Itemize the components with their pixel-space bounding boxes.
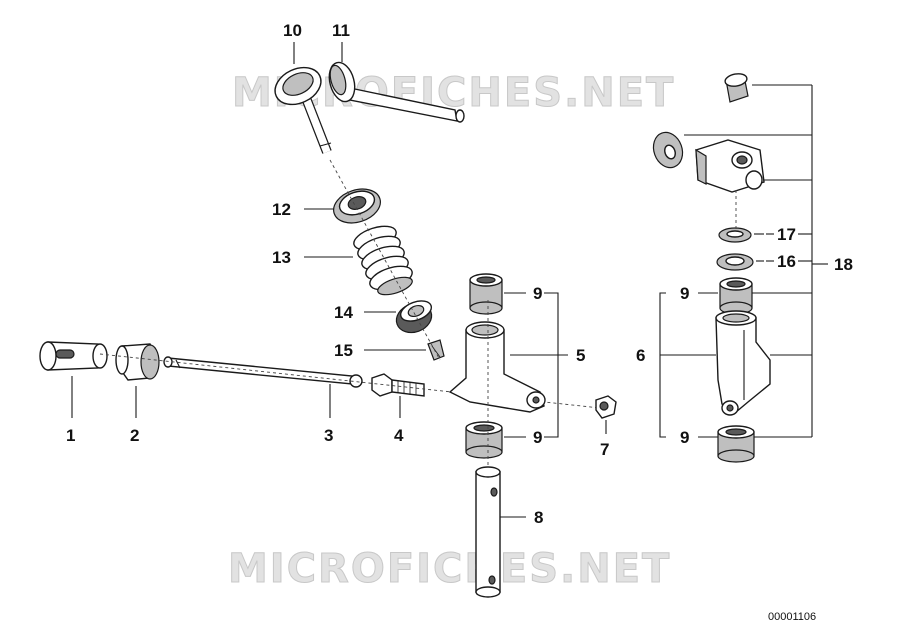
part-9-bushing-right-top (719, 277, 753, 315)
part-9-bushing-right-bottom (717, 425, 755, 463)
part-11-valve (328, 61, 465, 123)
watermark-bottom: MICROFICHES.NET (228, 546, 671, 592)
part-8-rocker-shaft (475, 300, 501, 598)
part-6-rocker-arm (715, 310, 771, 416)
callout-17: 17 (777, 225, 796, 244)
callout-4: 4 (394, 426, 404, 445)
valve-axis-line (329, 159, 441, 361)
part-2-cup (115, 343, 160, 381)
callout-6: 6 (636, 346, 645, 365)
callout-9-center-top: 9 (533, 284, 542, 303)
document-number: 00001106 (768, 611, 816, 623)
callout-9-right-top: 9 (680, 284, 689, 303)
part-5-rocker-arm (448, 321, 546, 413)
callout-5: 5 (576, 346, 585, 365)
part-14-spring-seat (395, 300, 433, 334)
callout-1: 1 (66, 426, 75, 445)
part-7-nut (595, 395, 617, 419)
part-10-valve (274, 66, 332, 154)
callout-13: 13 (272, 248, 291, 267)
part-18-cap (724, 73, 749, 103)
callout-18: 18 (834, 255, 853, 274)
part-15-collet (427, 339, 445, 361)
part-3-pushrod (163, 356, 363, 388)
callout-3: 3 (324, 426, 333, 445)
callout-10: 10 (283, 21, 302, 40)
part-1-tappet (39, 341, 108, 371)
part-17-washer (718, 227, 752, 243)
callout-9-right-bottom: 9 (680, 428, 689, 447)
part-4-adjusting-screw (371, 373, 425, 397)
callout-8: 8 (534, 508, 543, 527)
callout-14: 14 (334, 303, 353, 322)
part-9-bushing-center-top (469, 273, 503, 315)
callout-2: 2 (130, 426, 139, 445)
leader-lines (71, 42, 828, 518)
callout-12: 12 (272, 200, 291, 219)
part-9-bushing-center-bottom (465, 421, 503, 459)
part-18-washer (652, 131, 684, 169)
part-13-valve-spring (353, 225, 413, 296)
callout-16: 16 (777, 252, 796, 271)
callout-11: 11 (332, 21, 350, 40)
part-18-adjuster-block (695, 139, 765, 193)
callout-9-center-bottom: 9 (533, 428, 542, 447)
part-16-washer (716, 253, 754, 271)
part-12-spring-retainer (333, 188, 381, 224)
callout-7: 7 (600, 440, 609, 459)
callout-15: 15 (334, 341, 353, 360)
